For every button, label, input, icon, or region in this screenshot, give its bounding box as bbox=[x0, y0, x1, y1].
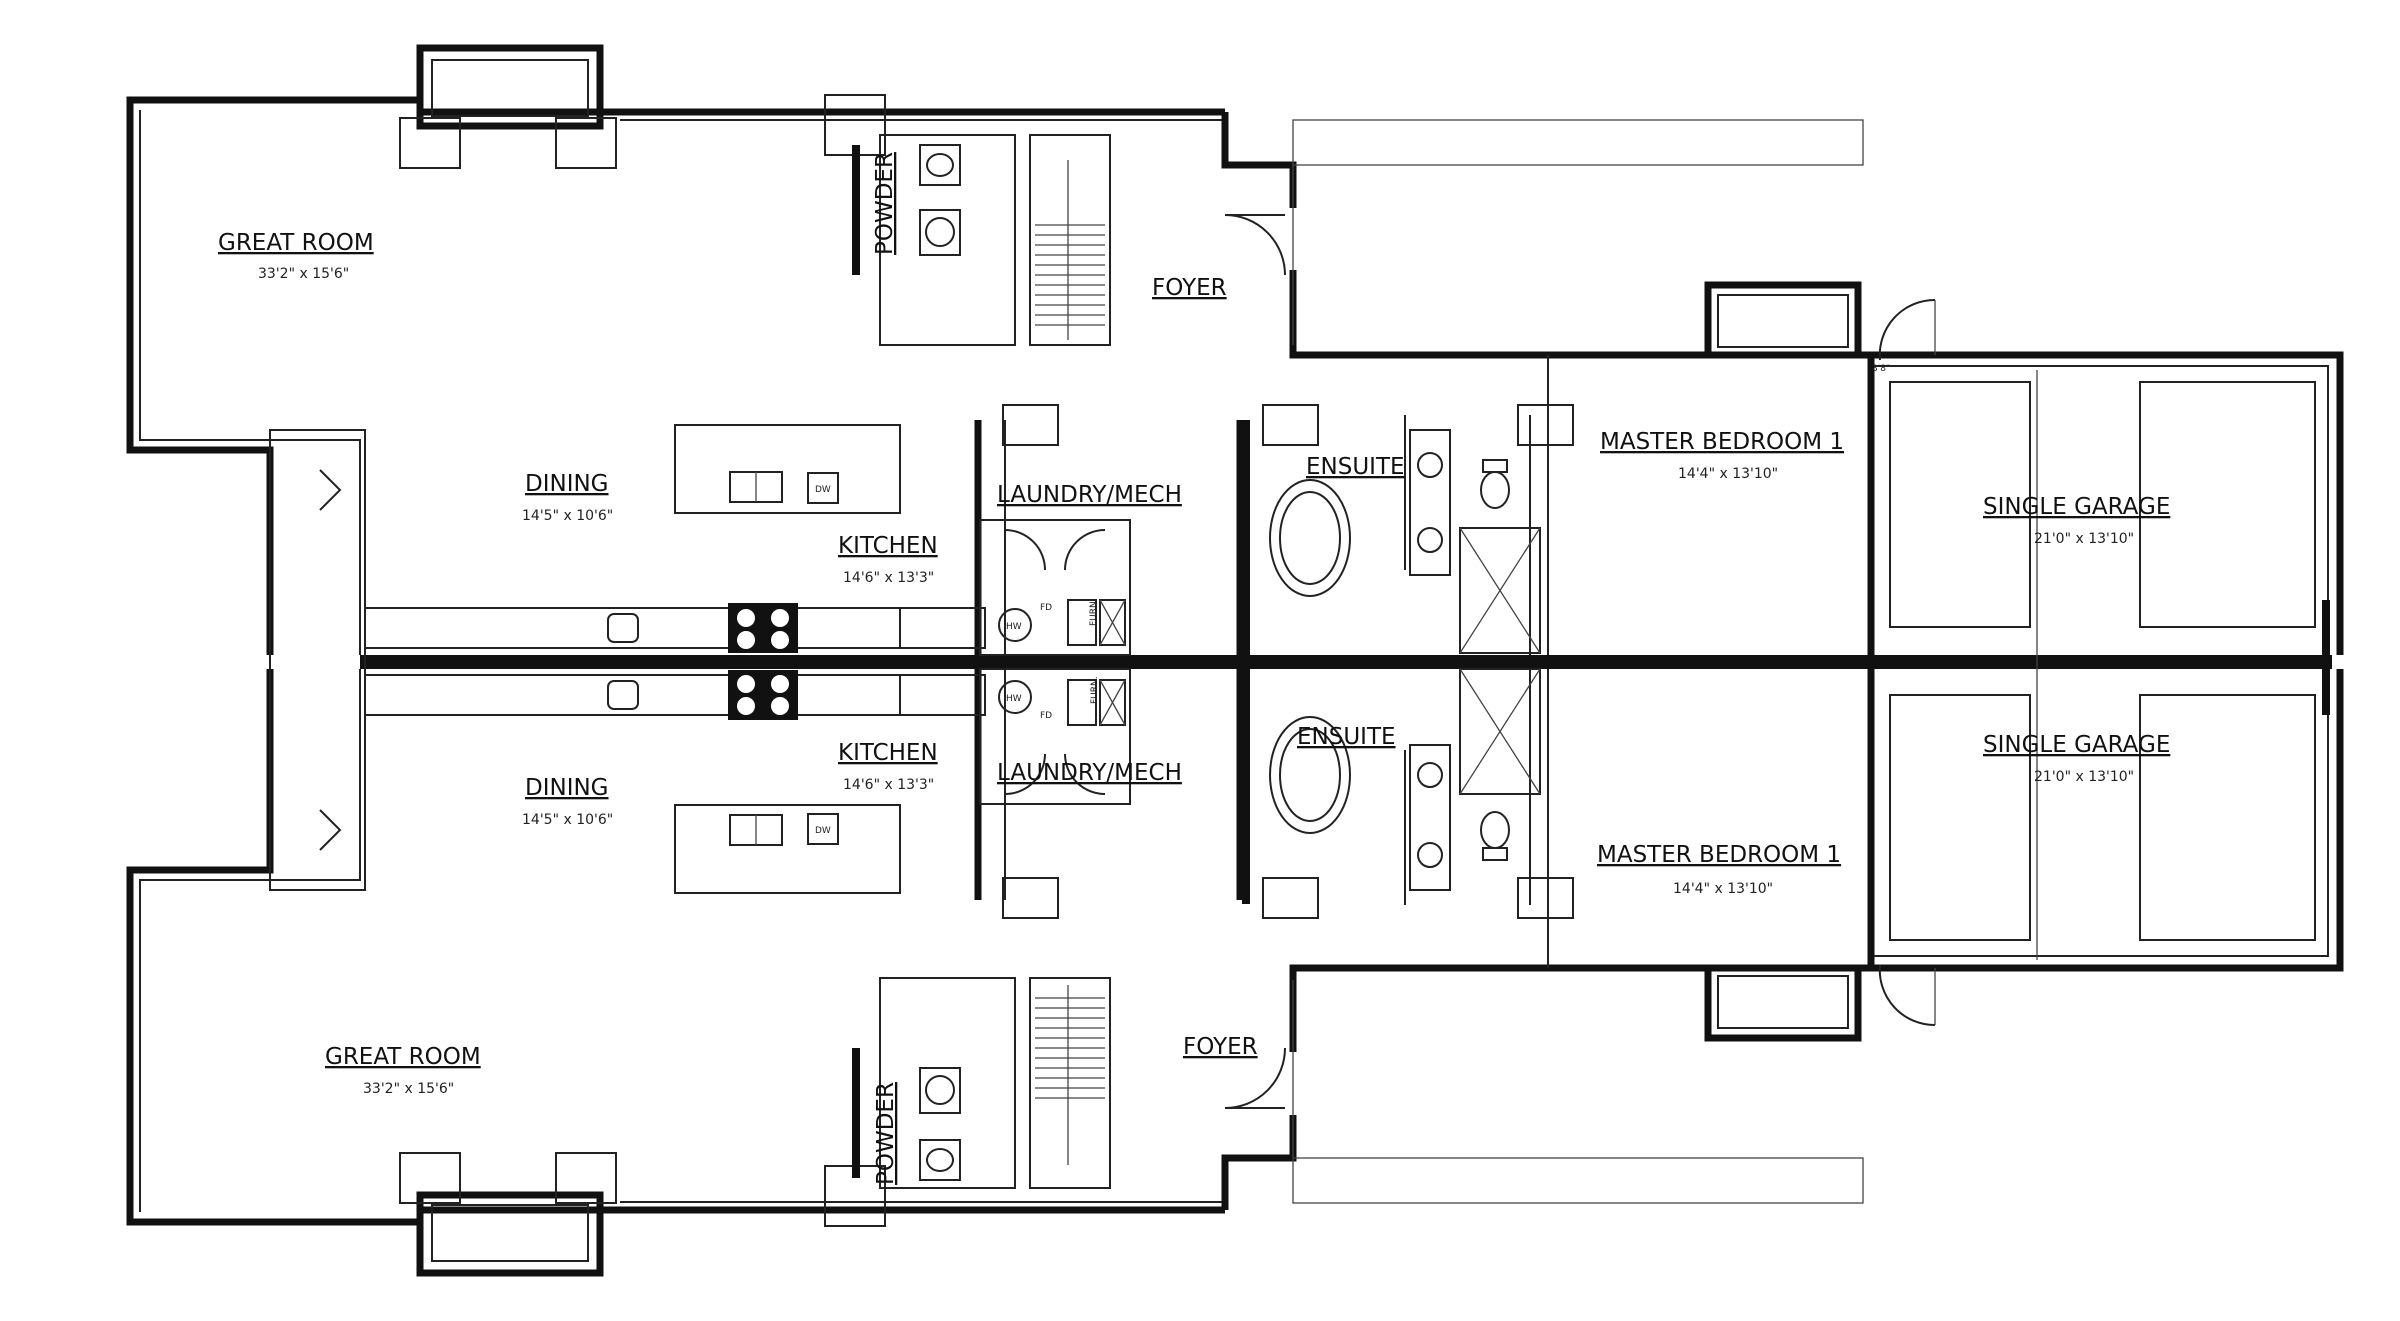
stairs-top bbox=[1035, 160, 1105, 340]
ensuite-top bbox=[1242, 420, 1541, 655]
foyer-top-label: FOYER bbox=[1152, 275, 1227, 301]
exterior-walls-top bbox=[126, 96, 2344, 655]
core-top bbox=[852, 134, 1286, 346]
furn-label-bottom: FURN. bbox=[1090, 676, 1100, 704]
garage-top-label: SINGLE GARAGE bbox=[1983, 494, 2170, 520]
furn-label-top: FURN. bbox=[1089, 598, 1099, 626]
cooktop-top bbox=[728, 603, 798, 653]
dining-bottom-label: DINING bbox=[525, 775, 609, 801]
ensuite-bottom bbox=[1242, 668, 1541, 904]
powder-bottom-label: POWDER bbox=[873, 1082, 899, 1185]
great-room-top-label: GREAT ROOM bbox=[218, 230, 374, 256]
great-room-bottom-dim: 33'2" x 15'6" bbox=[363, 1081, 454, 1097]
dining-top-label: DINING bbox=[525, 471, 609, 497]
master-top-label: MASTER BEDROOM 1 bbox=[1600, 429, 1844, 455]
kitchen-top-label: KITCHEN bbox=[838, 533, 938, 559]
driveways bbox=[1292, 119, 1864, 1204]
master-bottom-dim: 14'4" x 13'10" bbox=[1673, 881, 1773, 897]
kitchen-bottom-dim: 14'6" x 13'3" bbox=[843, 777, 934, 793]
stairs-bottom bbox=[1035, 985, 1105, 1165]
master-bottom-label: MASTER BEDROOM 1 bbox=[1597, 842, 1841, 868]
laundry-top-label: LAUNDRY/MECH bbox=[997, 482, 1182, 508]
garage-top-dim: 21'0" x 13'10" bbox=[2034, 531, 2134, 547]
dimension-annotation: 3'8" bbox=[1872, 364, 1890, 374]
great-room-bottom-label: GREAT ROOM bbox=[325, 1044, 481, 1070]
garage-bottom-dim: 21'0" x 13'10" bbox=[2034, 769, 2134, 785]
dw-label-bottom: DW bbox=[815, 826, 831, 836]
great-room-top-dim: 33'2" x 15'6" bbox=[258, 266, 349, 282]
garage-bays bbox=[1878, 298, 2330, 1027]
kitchen-top-dim: 14'6" x 13'3" bbox=[843, 570, 934, 586]
fd-label-bottom: FD bbox=[1040, 711, 1052, 721]
party-wall bbox=[360, 655, 2332, 669]
hw-label-top: HW bbox=[1006, 622, 1022, 632]
ensuite-bottom-label: ENSUITE bbox=[1297, 724, 1396, 750]
foyer-bottom-label: FOYER bbox=[1183, 1034, 1258, 1060]
cooktop-bottom bbox=[728, 670, 798, 720]
bay-windows bbox=[416, 44, 1862, 1277]
kitchen-bottom-label: KITCHEN bbox=[838, 740, 938, 766]
garage-bottom-label: SINGLE GARAGE bbox=[1983, 732, 2170, 758]
powder-top-label: POWDER bbox=[872, 152, 898, 255]
dining-bottom-dim: 14'5" x 10'6" bbox=[522, 812, 613, 828]
kitchen-island-top: DW bbox=[674, 424, 901, 514]
laundry-bottom-label: LAUNDRY/MECH bbox=[997, 760, 1182, 786]
hw-label-bottom: HW bbox=[1006, 694, 1022, 704]
master-top-dim: 14'4" x 13'10" bbox=[1678, 466, 1778, 482]
kitchen-counters bbox=[364, 603, 986, 720]
core-bottom bbox=[852, 977, 1286, 1189]
laundry-bottom: HW FD FURN. bbox=[979, 668, 1131, 805]
room-labels: GREAT ROOM 33'2" x 15'6" DINING 14'5" x … bbox=[218, 152, 2170, 1185]
ensuite-top-label: ENSUITE bbox=[1306, 454, 1405, 480]
entry-court bbox=[269, 429, 366, 891]
kitchen-island-bottom: DW bbox=[674, 804, 901, 894]
dw-label-top: DW bbox=[815, 485, 831, 495]
dining-top-dim: 14'5" x 10'6" bbox=[522, 508, 613, 524]
laundry-top: HW FD FURN. bbox=[979, 519, 1131, 656]
fd-label-top: FD bbox=[1040, 603, 1052, 613]
